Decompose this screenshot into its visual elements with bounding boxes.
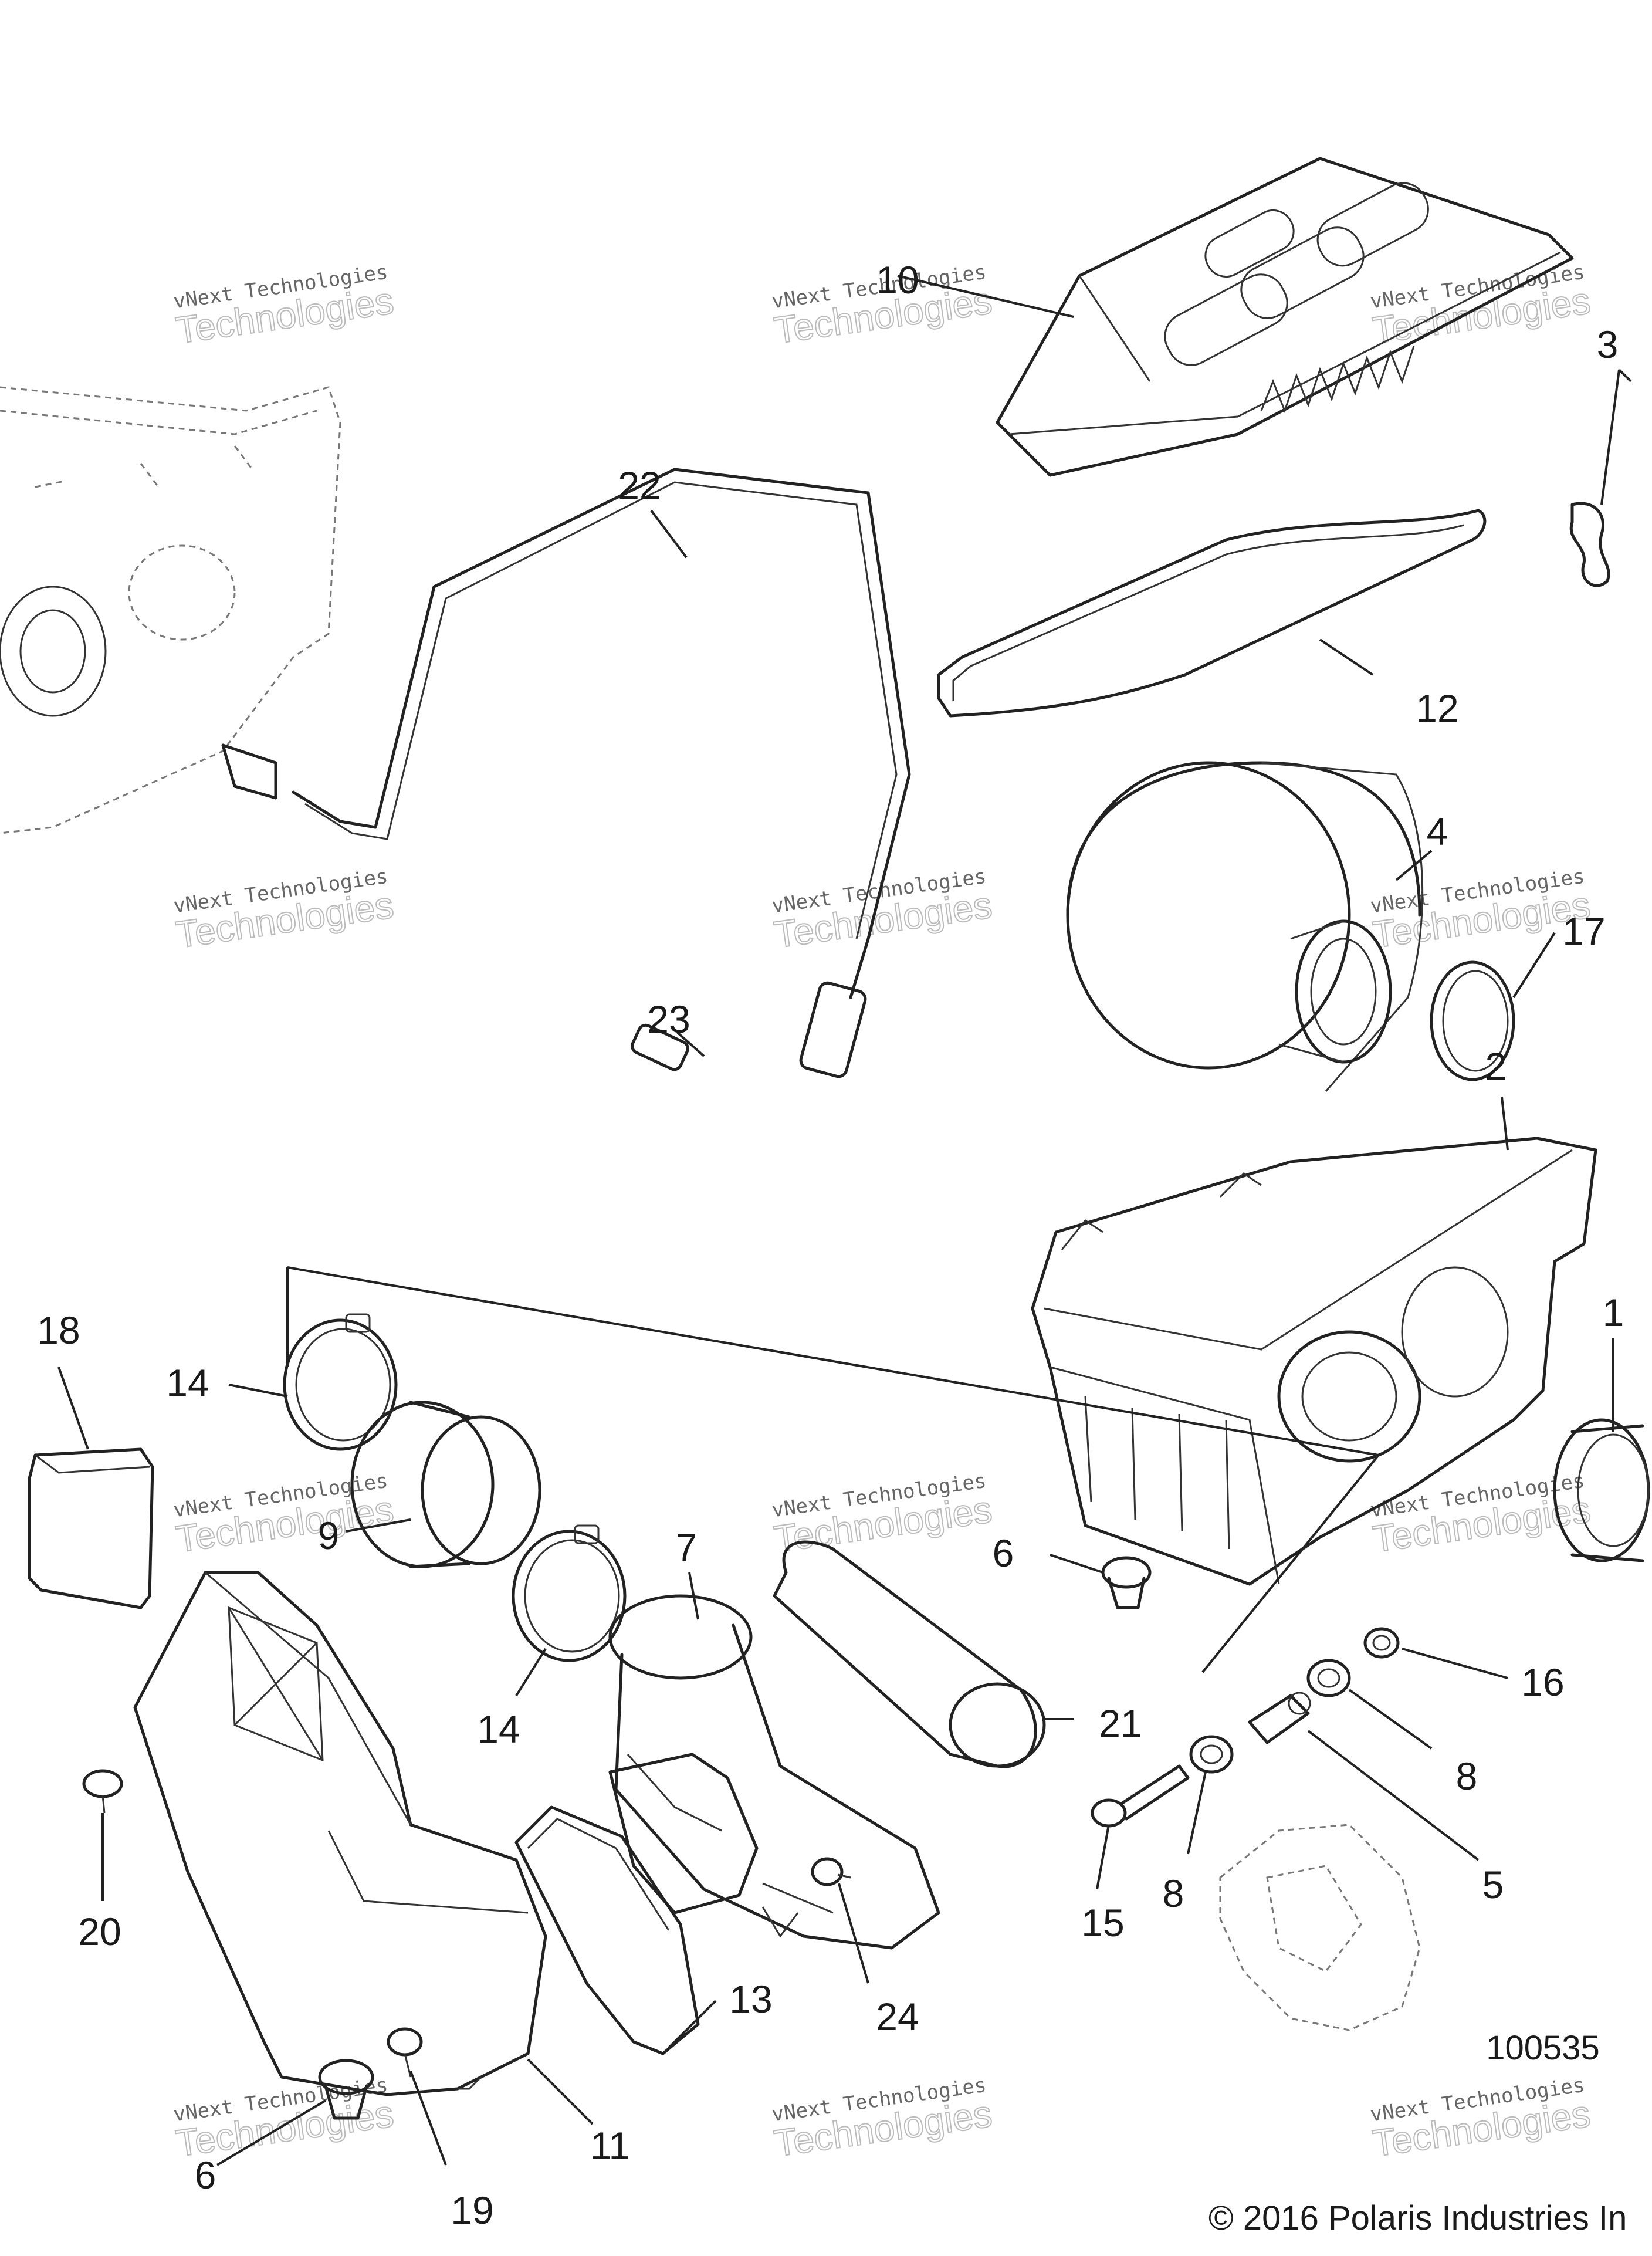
copyright-notice: © 2016 Polaris Industries In bbox=[1208, 2199, 1627, 2237]
callout-24: 24 bbox=[876, 1995, 919, 2038]
duct-seal bbox=[514, 1805, 700, 2055]
air-filter bbox=[1066, 761, 1424, 1092]
clamp-upper bbox=[283, 1313, 398, 1451]
callout-labels: 1 2 3 4 5 6 6 7 8 8 9 10 11 12 13 14 14 … bbox=[37, 258, 1624, 2232]
filter-clamp bbox=[1430, 960, 1515, 1081]
callout-10: 10 bbox=[876, 258, 919, 302]
callout-23: 23 bbox=[647, 997, 690, 1041]
spacer-bushing-lower bbox=[1189, 1735, 1234, 1774]
callout-18: 18 bbox=[37, 1308, 80, 1352]
callout-20: 20 bbox=[78, 1910, 121, 1953]
mount-bracket-ghost bbox=[1219, 1824, 1421, 2031]
intake-duct bbox=[133, 1571, 547, 2096]
retaining-clip bbox=[1569, 502, 1610, 587]
callout-21: 21 bbox=[1099, 1702, 1142, 1745]
callout-12: 12 bbox=[1416, 686, 1458, 730]
nut bbox=[1363, 1627, 1400, 1659]
intake-tube bbox=[608, 1594, 940, 1950]
screw-20 bbox=[82, 1769, 123, 1814]
leader-lines bbox=[57, 275, 1632, 2166]
callout-8-lower: 8 bbox=[1163, 1872, 1184, 1915]
coupler-sleeve bbox=[350, 1401, 541, 1568]
spacer-tube bbox=[1248, 1692, 1311, 1744]
intake-boot bbox=[1553, 1418, 1650, 1562]
airbox-base bbox=[1031, 1137, 1597, 1586]
callout-6-lower: 6 bbox=[195, 2153, 216, 2197]
callout-1: 1 bbox=[1603, 1291, 1624, 1334]
screw-24 bbox=[811, 1857, 851, 1886]
callout-8-upper: 8 bbox=[1456, 1754, 1478, 1798]
breather-hose bbox=[221, 468, 911, 1078]
drawing-number: 100535 bbox=[1486, 2029, 1600, 2067]
callout-9: 9 bbox=[318, 1514, 340, 1557]
foam-pad bbox=[28, 1447, 154, 1609]
clamp-lower bbox=[512, 1524, 627, 1662]
screw-19 bbox=[387, 2027, 423, 2078]
seal-gasket bbox=[937, 509, 1487, 718]
hose-clamp-small bbox=[631, 1023, 689, 1071]
callout-14-upper: 14 bbox=[166, 1361, 209, 1405]
push-rivet-lower bbox=[318, 2059, 374, 2120]
callout-2: 2 bbox=[1485, 1044, 1507, 1088]
mount-bolt bbox=[1091, 1764, 1190, 1828]
callout-17: 17 bbox=[1562, 909, 1605, 953]
callout-22: 22 bbox=[618, 464, 661, 507]
callout-3: 3 bbox=[1597, 323, 1619, 366]
callout-7: 7 bbox=[676, 1526, 698, 1569]
callout-13: 13 bbox=[729, 1977, 772, 2021]
callout-6-upper: 6 bbox=[993, 1531, 1014, 1575]
callout-16: 16 bbox=[1521, 1660, 1564, 1704]
callout-5: 5 bbox=[1482, 1863, 1504, 1906]
push-rivet-upper bbox=[1101, 1556, 1152, 1609]
callout-11: 11 bbox=[590, 2124, 631, 2167]
airbox-ghost-left bbox=[0, 386, 341, 834]
spacer-bushing-upper bbox=[1306, 1659, 1351, 1697]
callout-19: 19 bbox=[451, 2189, 493, 2232]
callout-4: 4 bbox=[1427, 810, 1448, 853]
protective-sleeve bbox=[773, 1540, 1046, 1768]
airbox-cover bbox=[996, 157, 1574, 477]
callout-15: 15 bbox=[1081, 1901, 1124, 1944]
callout-14-lower: 14 bbox=[477, 1707, 520, 1751]
